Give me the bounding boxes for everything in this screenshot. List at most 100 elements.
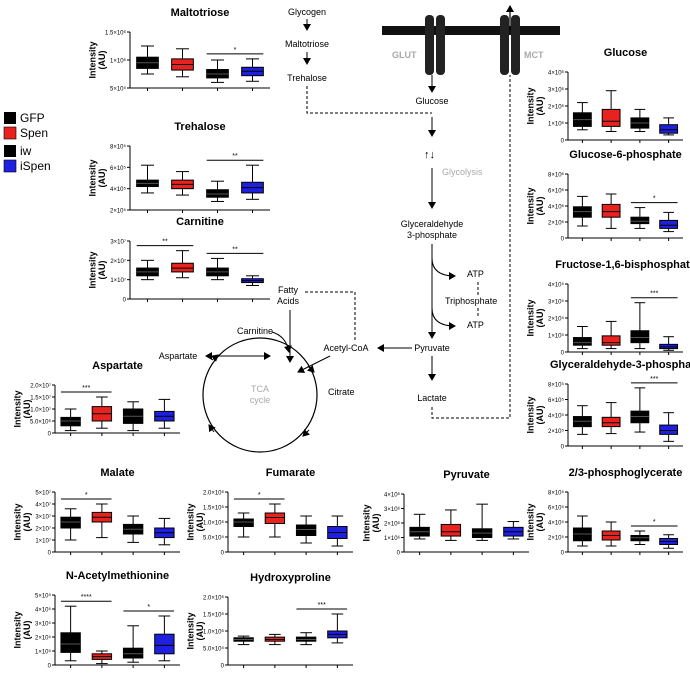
y-tick-label-fructose-1-6-bisphosphate: 2×10⁵ [548, 316, 565, 323]
y-tick-label-aspartate: 0 [48, 432, 52, 438]
node-trehalose: Trehalose [287, 73, 327, 83]
y-tick-label-2-3-phosphoglycerate: 4×10⁵ [548, 520, 565, 527]
chart-title-hydroxyproline: Hydroxyproline [250, 572, 331, 584]
boxplot-trehalose: TrehaloseIntensity(AU)2×10⁵4×10⁵6×10⁵8×1… [87, 121, 270, 215]
y-tick-label-carnitine: 2×10⁷ [110, 258, 126, 265]
y-axis-label-2-3-phosphoglycerate: Intensity(AU) [525, 503, 545, 540]
significance-label-glucose-6-phosphate: * [653, 196, 656, 203]
y-tick-label-hydroxyproline: 1.0×10⁶ [203, 629, 225, 636]
glut-channel-right [436, 15, 445, 75]
chart-title-glyceraldehyde-3-phosphate: Glyceraldehyde-3-phosphate [550, 359, 690, 371]
y-tick-label-n-acetylmethionine: 0 [48, 664, 52, 670]
node-atp-2: ATP [467, 320, 484, 330]
y-tick-label-fumarate: 1.5×10⁶ [203, 505, 225, 512]
boxplot-aspartate: AspartateIntensity(AU)05.0×10⁶1.0×10⁷1.5… [12, 360, 180, 438]
y-tick-label-glyceraldehyde-3-phosphate: 4×10⁵ [548, 413, 565, 420]
y-tick-label-pyruvate: 2×10⁶ [384, 521, 401, 528]
node-fatty-line2: Acids [277, 296, 300, 306]
node-triphosphate: Triphosphate [445, 296, 497, 306]
chart-title-trehalose: Trehalose [174, 121, 225, 133]
box-glucose-6-phosphate-1 [601, 203, 621, 218]
y-tick-label-trehalose: 4×10⁵ [110, 186, 127, 193]
y-axis-label-malate: Intensity(AU) [12, 503, 32, 540]
y-axis-label-carnitine: Intensity(AU) [87, 251, 107, 288]
box-glyceraldehyde-3-phosphate-3 [659, 424, 679, 435]
atp-branch-1 [431, 257, 456, 280]
y-tick-label-carnitine: 0 [123, 298, 127, 304]
box-glucose-3 [659, 124, 679, 134]
chart-title-n-acetylmethionine: N-Acetylmethionine [66, 570, 169, 582]
y-tick-label-fumarate: 5.0×10⁵ [203, 535, 225, 542]
y-tick-label-fructose-1-6-bisphosphate: 4×10⁵ [548, 282, 565, 289]
y-tick-label-pyruvate: 3×10⁶ [384, 506, 401, 513]
node-glucose: Glucose [415, 96, 448, 106]
y-axis-label-glucose-6-phosphate: Intensity(AU) [525, 187, 545, 224]
y-tick-label-hydroxyproline: 0 [221, 664, 225, 670]
y-axis-label-trehalose: Intensity(AU) [87, 159, 107, 196]
y-tick-label-fumarate: 2.0×10⁶ [203, 490, 225, 497]
y-tick-label-glucose: 3×10⁶ [548, 87, 565, 94]
mct-label: MCT [524, 50, 544, 60]
box-n-acetylmethionine-3 [154, 633, 175, 655]
box-n-acetylmethionine-0 [60, 632, 81, 653]
significance-label-glyceraldehyde-3-phosphate: *** [650, 376, 658, 383]
y-tick-label-fumarate: 0 [221, 551, 225, 557]
boxplot-carnitine: CarnitineIntensity(AU)01×10⁷2×10⁷3×10⁷**… [87, 216, 270, 304]
chart-title-malate: Malate [100, 467, 134, 479]
updown-arrows-icon: ↑↓ [424, 149, 435, 161]
node-lactate: Lactate [417, 393, 447, 403]
y-tick-label-malate: 5×10⁷ [35, 490, 51, 497]
significance-label-2-3-phosphoglycerate: * [653, 519, 656, 526]
node-g3p-line2: 3-phosphate [407, 230, 457, 240]
y-tick-label-glucose-6-phosphate: 8×10⁶ [548, 172, 565, 179]
legend-swatch-ispen [3, 159, 17, 173]
tca-arrow-4 [210, 354, 219, 362]
y-tick-label-trehalose: 6×10⁵ [110, 165, 127, 172]
box-pyruvate-1 [440, 523, 462, 537]
atp-branch-2 [431, 307, 456, 330]
chart-title-2-3-phosphoglycerate: 2/3-phosphoglycerate [569, 467, 683, 479]
y-tick-label-malate: 2×10⁷ [35, 526, 51, 533]
box-fructose-1-6-bisphosphate-0 [572, 337, 592, 346]
chart-title-glucose: Glucose [604, 47, 647, 59]
box-glucose-6-phosphate-2 [630, 216, 650, 225]
node-carnitine: Carnitine [237, 326, 273, 336]
legend-label-gfp: GFP [20, 111, 45, 125]
boxplot-glucose: GlucoseIntensity(AU)01×10⁶2×10⁶3×10⁶4×10… [525, 47, 683, 145]
node-citrate: Citrate [328, 387, 355, 397]
y-tick-label-malate: 4×10⁷ [35, 502, 51, 509]
box-fumarate-2 [295, 524, 317, 536]
tca-arrow-1 [306, 364, 315, 373]
y-axis-label-fructose-1-6-bisphosphate: Intensity(AU) [525, 299, 545, 336]
y-tick-label-2-3-phosphoglycerate: 0 [561, 551, 565, 557]
box-glyceraldehyde-3-phosphate-1 [601, 416, 621, 428]
y-tick-label-maltotriose: 1×10⁶ [110, 58, 127, 65]
node-glycogen: Glycogen [288, 7, 326, 17]
y-tick-label-glucose: 1×10⁶ [548, 121, 565, 128]
y-tick-label-trehalose: 8×10⁵ [110, 144, 127, 151]
y-axis-label-aspartate: Intensity(AU) [12, 390, 32, 427]
tca-cycle-circle [202, 337, 318, 453]
significance-label-aspartate: *** [82, 385, 90, 392]
box-trehalose-2 [206, 189, 229, 198]
box-fumarate-1 [264, 512, 286, 524]
y-tick-label-malate: 3×10⁷ [35, 514, 51, 521]
boxplot-fumarate: FumarateIntensity(AU)05.0×10⁵1.0×10⁶1.5×… [185, 467, 353, 557]
boxplot-glyceraldehyde-3-phosphate: Glyceraldehyde-3-phosphateIntensity(AU)0… [525, 359, 690, 451]
y-tick-label-pyruvate: 4×10⁶ [384, 492, 401, 499]
box-fumarate-0 [233, 518, 254, 527]
box-aspartate-0 [60, 416, 81, 427]
box-malate-0 [60, 516, 81, 529]
legend: GFP Spen iw iSpen [3, 111, 51, 173]
pathway-diagram: GLUT MCT Glycogen Maltotriose Trehalose … [159, 5, 560, 453]
node-g3p-line1: Glyceraldehyde [401, 219, 464, 229]
glut-label: GLUT [392, 50, 417, 60]
y-axis-label-glucose: Intensity(AU) [525, 87, 545, 124]
significance-label-carnitine: ** [232, 246, 238, 253]
y-tick-label-carnitine: 3×10⁷ [110, 239, 126, 246]
y-tick-label-n-acetylmethionine: 2×10⁵ [35, 635, 52, 642]
y-tick-label-glyceraldehyde-3-phosphate: 8×10⁵ [548, 382, 565, 389]
node-aspartate: Aspartate [159, 351, 198, 361]
y-tick-label-glyceraldehyde-3-phosphate: 0 [561, 445, 565, 451]
y-tick-label-n-acetylmethionine: 1×10⁵ [35, 649, 52, 656]
